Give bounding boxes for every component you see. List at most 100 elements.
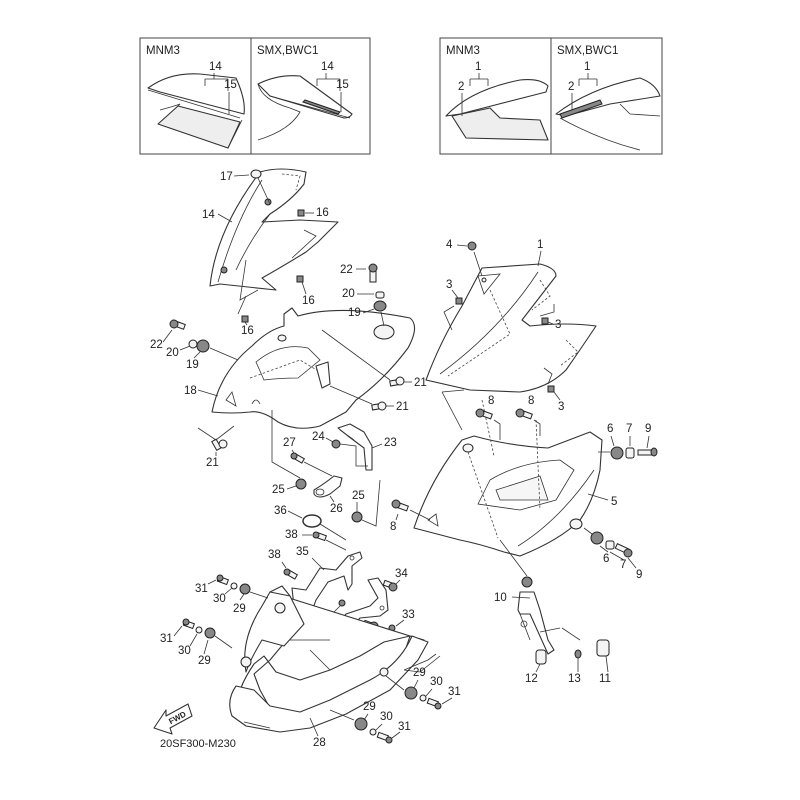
callout-21: 21: [206, 457, 219, 469]
callout-26: 26: [330, 503, 343, 515]
callout-23: 23: [384, 437, 397, 449]
part-36-clamp: 36: [274, 505, 347, 541]
callout-16: 16: [316, 207, 329, 219]
callout-12: 12: [525, 673, 538, 685]
hardware-group-29-30-31-upper-left: 31 30 29: [195, 574, 269, 615]
callout-5: 5: [611, 496, 617, 508]
stripe-decal-illustration: [559, 99, 603, 119]
hardware-group-19-20-22-left: 22 20 19: [150, 319, 239, 371]
part-16-nuts: 16 16 16: [237, 207, 329, 337]
callout-3: 3: [446, 279, 452, 291]
part-8-screws: 8 8 8: [390, 395, 541, 533]
callout-label: 14: [321, 61, 334, 73]
decal-illustration: [157, 105, 241, 149]
callout-31: 31: [160, 633, 173, 645]
callout-18: 18: [184, 385, 197, 397]
hardware-group-29-30-31-lower-right: 29 30 31: [329, 701, 411, 744]
inset-panel-mnm3-right: MNM3 1 2: [445, 45, 549, 141]
callout-35: 35: [296, 546, 309, 558]
callout-label: 15: [224, 79, 237, 91]
part-26-stay: 27 26 25 25: [271, 410, 381, 527]
hardware-group-29-30-31-upper-right: 29 30 31: [385, 667, 461, 710]
inset-title: SMX,BWC1: [557, 45, 618, 57]
callout-7: 7: [620, 559, 626, 571]
callout-25: 25: [272, 484, 285, 496]
part-17-screw: 17: [220, 169, 271, 205]
callout-label: 1: [584, 61, 590, 73]
part-3-nuts: 3 3 3: [443, 279, 564, 413]
callout-28: 28: [313, 737, 326, 749]
callout-3: 3: [558, 401, 564, 413]
cowl-edge-illustration: [147, 73, 245, 115]
callout-10: 10: [494, 592, 507, 604]
part-5-lower-cowl: 5: [413, 399, 617, 557]
callout-19: 19: [348, 307, 361, 319]
inset-panel-smx-bwc1-left: SMX,BWC1 14 15: [257, 45, 353, 141]
hardware-group-6-7-9: 6 7 9 6 7 9: [583, 423, 658, 581]
inset-title: SMX,BWC1: [257, 45, 318, 57]
callout-21: 21: [414, 377, 427, 389]
callout-20: 20: [342, 288, 355, 300]
callout-29: 29: [198, 655, 211, 667]
part-4-screw: 4: [446, 239, 483, 277]
callout-24: 24: [312, 431, 325, 443]
callout-31: 31: [195, 583, 208, 595]
part-14-side-cowl: [209, 168, 339, 301]
stripe-decal-illustration: [302, 99, 341, 115]
callout-29: 29: [413, 667, 426, 679]
part-1-side-cowl: 1: [425, 239, 597, 431]
hardware-group-19-20-22-right: 22 20 19: [340, 263, 387, 327]
callout-16: 16: [302, 295, 315, 307]
callout-31: 31: [398, 721, 411, 733]
callout-8: 8: [488, 395, 494, 407]
forward-direction-arrow: FWD: [153, 703, 193, 735]
callout-31: 31: [448, 686, 461, 698]
part-38-bolts: 38 38: [268, 529, 347, 580]
inset-panel-mnm3-left: MNM3 14 15: [146, 45, 245, 149]
callout-9: 9: [636, 569, 642, 581]
callout-25: 25: [352, 490, 365, 502]
callout-30: 30: [430, 676, 443, 688]
part-12-grommet: [535, 649, 547, 665]
callout-38: 38: [285, 529, 298, 541]
callout-27: 27: [283, 437, 296, 449]
callout-8: 8: [528, 395, 534, 407]
cowl-edge-illustration: [257, 75, 353, 119]
callout-34: 34: [395, 568, 408, 580]
callout-20: 20: [166, 347, 179, 359]
callout-7: 7: [626, 423, 632, 435]
callout-21: 21: [396, 401, 409, 413]
part-18-inner-panel: 18: [184, 307, 416, 429]
callout-16: 16: [241, 325, 254, 337]
callout-22: 22: [150, 339, 163, 351]
callout-30: 30: [178, 645, 191, 657]
callout-19: 19: [186, 359, 199, 371]
decal-illustration: [451, 107, 549, 141]
callout-17: 17: [220, 171, 233, 183]
part-33-nut: 33: [388, 609, 415, 632]
callout-36: 36: [274, 505, 287, 517]
part-13-screw: [574, 649, 582, 659]
hardware-group-29-30-31-lower-left: 31 30 29: [160, 618, 233, 667]
inset-group-right: MNM3 1 2 SMX,BWC1 1 2: [439, 37, 663, 155]
callout-30: 30: [213, 593, 226, 605]
part-23-bracket: 24 23: [312, 423, 397, 471]
part-28-under-cowl: 28: [229, 585, 441, 749]
callout-38: 38: [268, 549, 281, 561]
callout-9: 9: [645, 423, 651, 435]
inset-group-left: MNM3 14 15 SMX,BWC1 14 15: [139, 37, 371, 155]
callout-label: 2: [568, 81, 574, 93]
callout-8: 8: [390, 521, 396, 533]
cowl-edge-illustration: [445, 79, 549, 117]
inset-title: MNM3: [146, 45, 180, 57]
callout-4: 4: [446, 239, 453, 251]
callout-label: 14: [209, 61, 222, 73]
callout-29: 29: [363, 701, 376, 713]
callout-6: 6: [603, 553, 609, 565]
callout-30: 30: [380, 711, 393, 723]
inset-title: MNM3: [446, 45, 480, 57]
callout-11: 11: [599, 673, 611, 685]
callout-13: 13: [568, 673, 581, 685]
callout-14: 14: [202, 209, 215, 221]
